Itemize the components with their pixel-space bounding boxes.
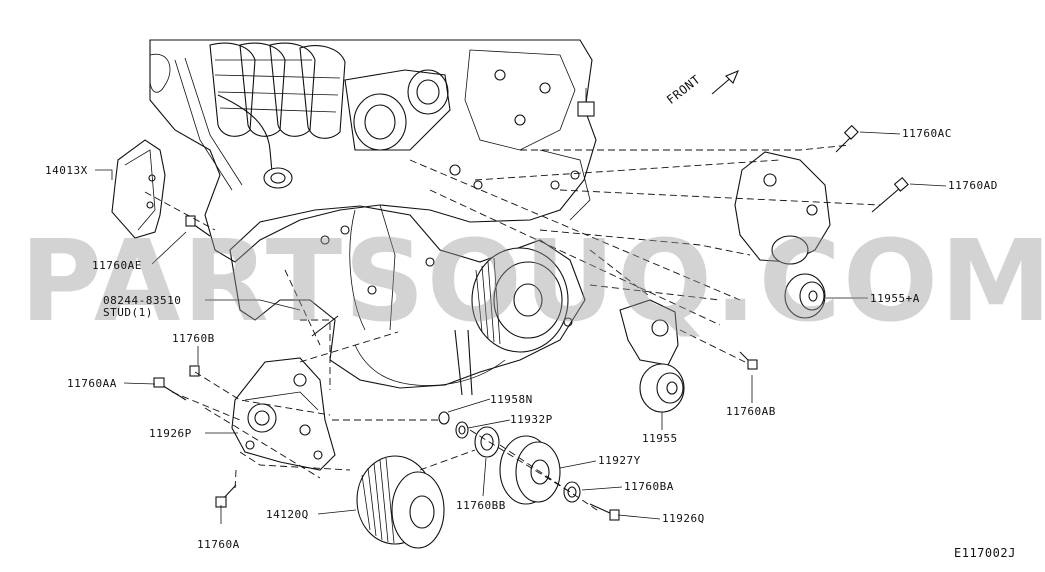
callout-11932p[interactable]: 11932P xyxy=(510,413,553,426)
pulley-14120q-illustration xyxy=(356,455,445,549)
tensioner-11955-illustration xyxy=(619,299,685,413)
callout-11760a[interactable]: 11760A xyxy=(197,538,240,551)
callout-11760ac[interactable]: 11760AC xyxy=(902,127,952,140)
callout-11760b[interactable]: 11760B xyxy=(172,332,215,345)
engine-block-illustration xyxy=(149,39,597,263)
callout-11927y[interactable]: 11927Y xyxy=(598,454,641,467)
callout-11760aa[interactable]: 11760AA xyxy=(67,377,117,390)
timing-cover-illustration xyxy=(229,204,586,396)
callout-11958n[interactable]: 11958N xyxy=(490,393,533,406)
callout-11760ab[interactable]: 11760AB xyxy=(726,405,776,418)
callout-11760ba[interactable]: 11760BA xyxy=(624,480,674,493)
figure-code: E117002J xyxy=(954,546,1016,560)
callout-11760ad[interactable]: 11760AD xyxy=(948,179,998,192)
assembly-lines xyxy=(144,144,881,513)
bolts-illustration xyxy=(153,124,909,521)
heat-shield-illustration xyxy=(111,139,166,239)
callout-11760ae[interactable]: 11760AE xyxy=(92,259,142,272)
bracket-11926p-illustration xyxy=(231,357,336,471)
washers-illustration xyxy=(438,411,581,503)
callout-14120q[interactable]: 14120Q xyxy=(266,508,309,521)
leader-lines xyxy=(95,131,947,524)
callout-stud: STUD(1) xyxy=(103,306,153,319)
callout-11955-a[interactable]: 11955+A xyxy=(870,292,920,305)
callout-14013x[interactable]: 14013X xyxy=(45,164,88,177)
callout-11926p[interactable]: 11926P xyxy=(149,427,192,440)
tensioner-11955a-illustration xyxy=(734,151,831,319)
callout-11926q[interactable]: 11926Q xyxy=(662,512,705,525)
callout-11760bb[interactable]: 11760BB xyxy=(456,499,506,512)
idler-11927y-illustration xyxy=(499,435,561,505)
callout-11955[interactable]: 11955 xyxy=(642,432,678,445)
callout-08244-83510[interactable]: 08244-83510 xyxy=(103,294,182,307)
arrow-up-right-icon xyxy=(711,69,740,95)
